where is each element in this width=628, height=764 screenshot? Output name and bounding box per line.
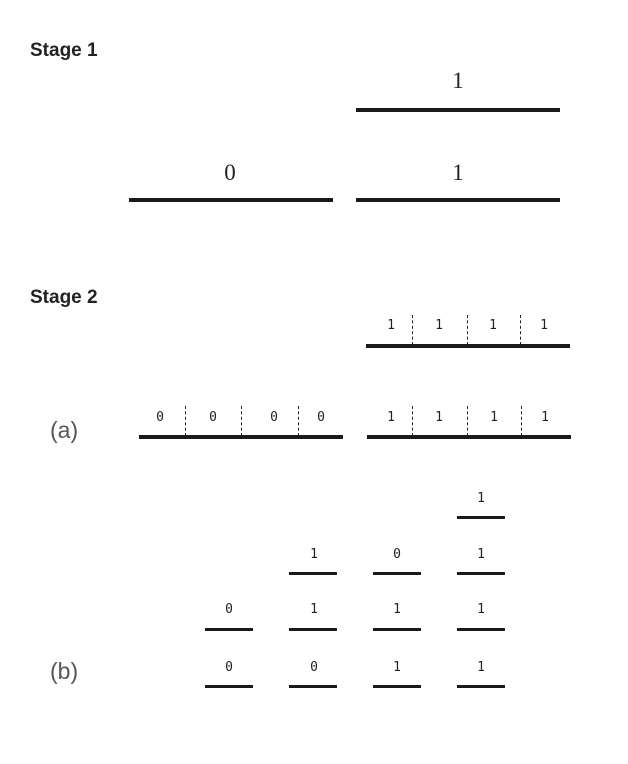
panel-a-bottom-left-digit: 0 (317, 410, 325, 425)
stage1-bottom-right-label: 1 (452, 160, 464, 185)
panel-a-bottom-right-digit: 1 (435, 410, 443, 425)
panel-a-label: (a) (50, 417, 79, 443)
panel-b-bar (205, 685, 253, 688)
panel-a-bottom-left-divider (185, 406, 186, 436)
panel-b-bar (289, 628, 337, 631)
panel-b-digit: 1 (310, 547, 318, 562)
panel-b-label: (b) (50, 658, 79, 684)
panel-a-bottom-left-divider (298, 406, 299, 436)
stage1-bottom-right-bar (356, 198, 560, 202)
panel-a-top-bar (366, 344, 570, 348)
panel-a-top-digit: 1 (489, 318, 497, 333)
panel-a-bottom-right-digit: 1 (541, 410, 549, 425)
panel-b-digit: 0 (393, 547, 401, 562)
panel-b-digit: 1 (477, 602, 485, 617)
panel-a-top-divider (520, 315, 521, 345)
panel-b-bar (373, 572, 421, 575)
panel-a-top-divider (467, 315, 468, 345)
panel-b-digit: 1 (393, 660, 401, 675)
panel-b-digit: 0 (310, 660, 318, 675)
panel-b-digit: 1 (477, 547, 485, 562)
panel-a-bottom-right-divider (467, 406, 468, 436)
panel-a-bottom-right-bar (367, 435, 571, 439)
panel-a-top-digit: 1 (387, 318, 395, 333)
panel-a-bottom-left-digit: 0 (270, 410, 278, 425)
stage1-title: Stage 1 (30, 40, 98, 61)
stage1-bottom-left-bar (129, 198, 333, 202)
panel-b-digit: 1 (310, 602, 318, 617)
panel-b-digit: 0 (225, 602, 233, 617)
panel-b-bar (457, 628, 505, 631)
stage1-top-label: 1 (452, 68, 464, 93)
stage1-bottom-left-label: 0 (224, 160, 236, 185)
panel-a-top-digit: 1 (540, 318, 548, 333)
panel-a-top-digit: 1 (435, 318, 443, 333)
stage1-top-bar (356, 108, 560, 112)
panel-b-bar (457, 685, 505, 688)
panel-b-digit: 0 (225, 660, 233, 675)
panel-b-bar (205, 628, 253, 631)
stage2-title: Stage 2 (30, 287, 98, 308)
panel-b-bar (289, 685, 337, 688)
panel-b-digit: 1 (477, 491, 485, 506)
panel-b-bar (457, 516, 505, 519)
panel-a-bottom-right-digit: 1 (490, 410, 498, 425)
panel-b-digit: 1 (393, 602, 401, 617)
panel-b-digit: 1 (477, 660, 485, 675)
panel-a-bottom-left-digit: 0 (156, 410, 164, 425)
panel-b-bar (289, 572, 337, 575)
panel-a-bottom-right-divider (412, 406, 413, 436)
panel-a-bottom-right-digit: 1 (387, 410, 395, 425)
panel-b-bar (373, 685, 421, 688)
panel-b-bar (373, 628, 421, 631)
panel-a-top-divider (412, 315, 413, 345)
panel-a-bottom-left-digit: 0 (209, 410, 217, 425)
panel-a-bottom-left-bar (139, 435, 343, 439)
panel-a-bottom-right-divider (521, 406, 522, 436)
panel-a-bottom-left-divider (241, 406, 242, 436)
panel-b-bar (457, 572, 505, 575)
